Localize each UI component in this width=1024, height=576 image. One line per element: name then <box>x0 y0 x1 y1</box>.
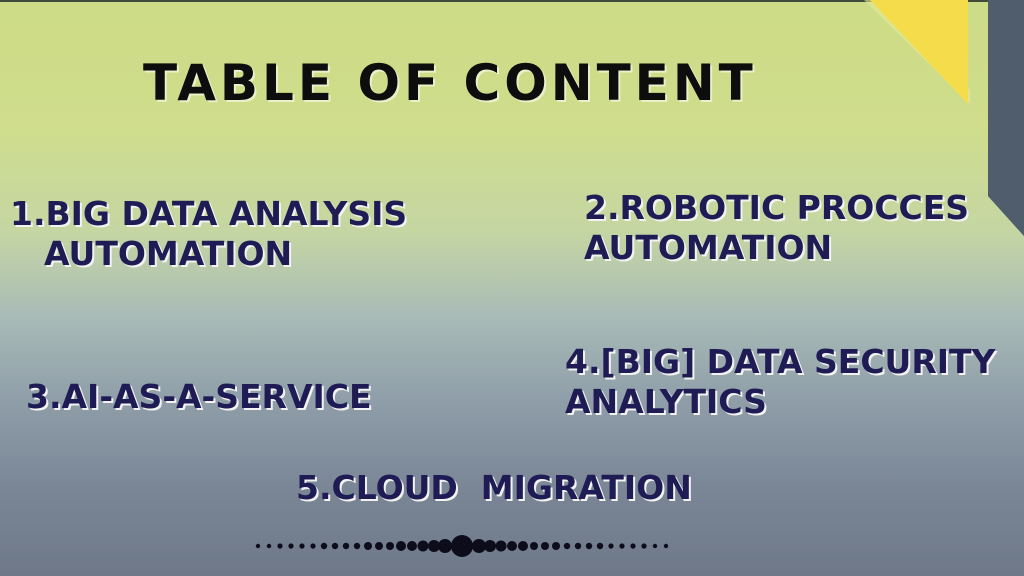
indicator-dot <box>353 542 361 550</box>
indicator-dot <box>619 543 625 549</box>
toc-item-4-line1: 4.[BIG] DATA SECURITY <box>565 342 996 381</box>
indicator-dot <box>407 541 417 551</box>
indicator-dot <box>310 543 316 549</box>
indicator-dot <box>630 543 636 549</box>
indicator-dot <box>428 540 440 552</box>
toc-item-2-line2: AUTOMATION <box>584 228 833 267</box>
indicator-dot <box>541 542 549 550</box>
indicator-dot <box>663 543 669 549</box>
toc-item-4-line2: ANALYTICS <box>565 382 767 421</box>
indicator-dot <box>574 542 582 550</box>
indicator-dot <box>299 543 305 549</box>
toc-item-2: 2.ROBOTIC PROCCES AUTOMATION <box>584 188 969 268</box>
indicator-dot <box>530 542 538 550</box>
indicator-dot <box>451 535 473 557</box>
indicator-dot <box>277 543 283 549</box>
indicator-dot <box>386 542 394 550</box>
indicator-dot <box>507 541 517 551</box>
indicator-dot <box>364 542 372 550</box>
indicator-dot <box>255 543 261 549</box>
indicator-dot <box>652 543 658 549</box>
toc-item-4: 4.[BIG] DATA SECURITY ANALYTICS <box>565 342 995 422</box>
toc-item-3-line1: 3.AI-AS-A-SERVICE <box>26 377 372 416</box>
indicator-dot <box>484 540 496 552</box>
toc-item-1-line1: 1.BIG DATA ANALYSIS <box>10 194 408 233</box>
toc-item-2-line1: 2.ROBOTIC PROCCES <box>584 188 970 227</box>
indicator-dot <box>375 542 383 550</box>
indicator-dot <box>266 543 272 549</box>
indicator-dot <box>563 542 571 550</box>
toc-item-5: 5.CLOUD MIGRATION <box>296 468 692 508</box>
indicator-dot <box>552 542 560 550</box>
page-title: TABLE OF CONTENT <box>143 54 757 112</box>
dot-progress-indicator <box>255 535 669 557</box>
indicator-dot <box>596 542 604 550</box>
indicator-dot <box>585 542 593 550</box>
indicator-dot <box>288 543 294 549</box>
toc-item-3: 3.AI-AS-A-SERVICE <box>26 377 372 417</box>
toc-item-5-line1: 5.CLOUD MIGRATION <box>296 468 692 507</box>
indicator-dot <box>396 541 406 551</box>
indicator-dot <box>641 543 647 549</box>
toc-item-1-line2: AUTOMATION <box>44 234 293 273</box>
indicator-dot <box>320 542 328 550</box>
indicator-dot <box>518 541 528 551</box>
indicator-dot <box>608 543 614 549</box>
top-border-line <box>0 0 1024 2</box>
toc-item-1: 1.BIG DATA ANALYSIS AUTOMATION <box>10 194 407 274</box>
indicator-dot <box>472 539 486 553</box>
indicator-dot <box>331 542 339 550</box>
indicator-dot <box>438 539 452 553</box>
indicator-dot <box>495 540 507 552</box>
indicator-dot <box>342 542 350 550</box>
indicator-dot <box>417 540 429 552</box>
